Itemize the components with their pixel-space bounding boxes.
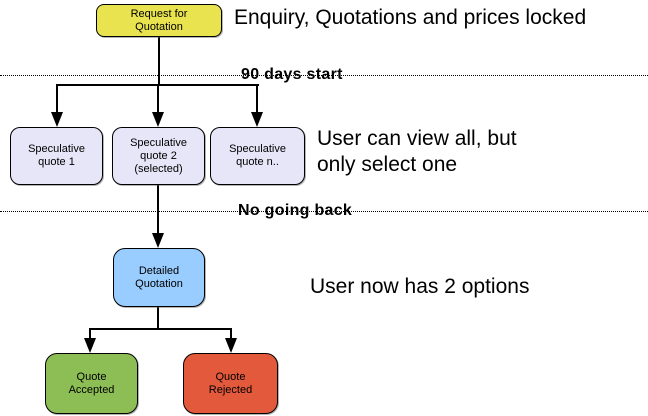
node-quote-rejected: Quote Rejected (183, 353, 278, 414)
annotation-enquiry-quotations-locked: Enquiry, Quotations and prices locked (234, 6, 587, 29)
arrowhead-down-icon (152, 233, 164, 248)
connector-line (230, 328, 232, 341)
node-label: Speculative quote n.. (229, 143, 286, 168)
arrowhead-down-icon (84, 338, 96, 353)
connector-line (89, 328, 91, 341)
node-speculative-quote-n: Speculative quote n.. (210, 127, 305, 185)
connector-line (157, 307, 159, 328)
node-label: Detailed Quotation (135, 264, 183, 290)
milestone-no-going-back: No going back (238, 202, 353, 219)
divider-no-going-back-line (0, 211, 648, 212)
node-speculative-quote-1: Speculative quote 1 (10, 127, 103, 185)
node-label: Request for Quotation (130, 7, 188, 33)
annotation-user-two-options: User now has 2 options (310, 275, 530, 298)
arrowhead-down-icon (251, 112, 263, 127)
connector-line (158, 37, 160, 85)
node-request-for-quotation: Request for Quotation (96, 4, 222, 37)
connector-line (256, 84, 258, 116)
node-label: Quote Accepted (68, 370, 115, 396)
node-label: Speculative quote 1 (28, 143, 85, 168)
node-label: Speculative quote 2 (selected) (130, 136, 187, 175)
connector-line (157, 185, 159, 235)
divider-90-days-line (0, 75, 648, 76)
connector-line (157, 84, 159, 116)
arrowhead-down-icon (51, 112, 63, 127)
arrowhead-down-icon (225, 338, 237, 353)
node-detailed-quotation: Detailed Quotation (113, 248, 205, 307)
milestone-90-days-start: 90 days start (241, 66, 343, 83)
node-speculative-quote-2-selected: Speculative quote 2 (selected) (112, 127, 205, 185)
annotation-user-can-view-all: User can view all, but only select one (317, 127, 517, 176)
node-label: Quote Rejected (208, 370, 253, 396)
node-quote-accepted: Quote Accepted (45, 353, 138, 414)
connector-line (89, 328, 232, 330)
arrowhead-down-icon (152, 112, 164, 127)
connector-line (56, 84, 58, 116)
